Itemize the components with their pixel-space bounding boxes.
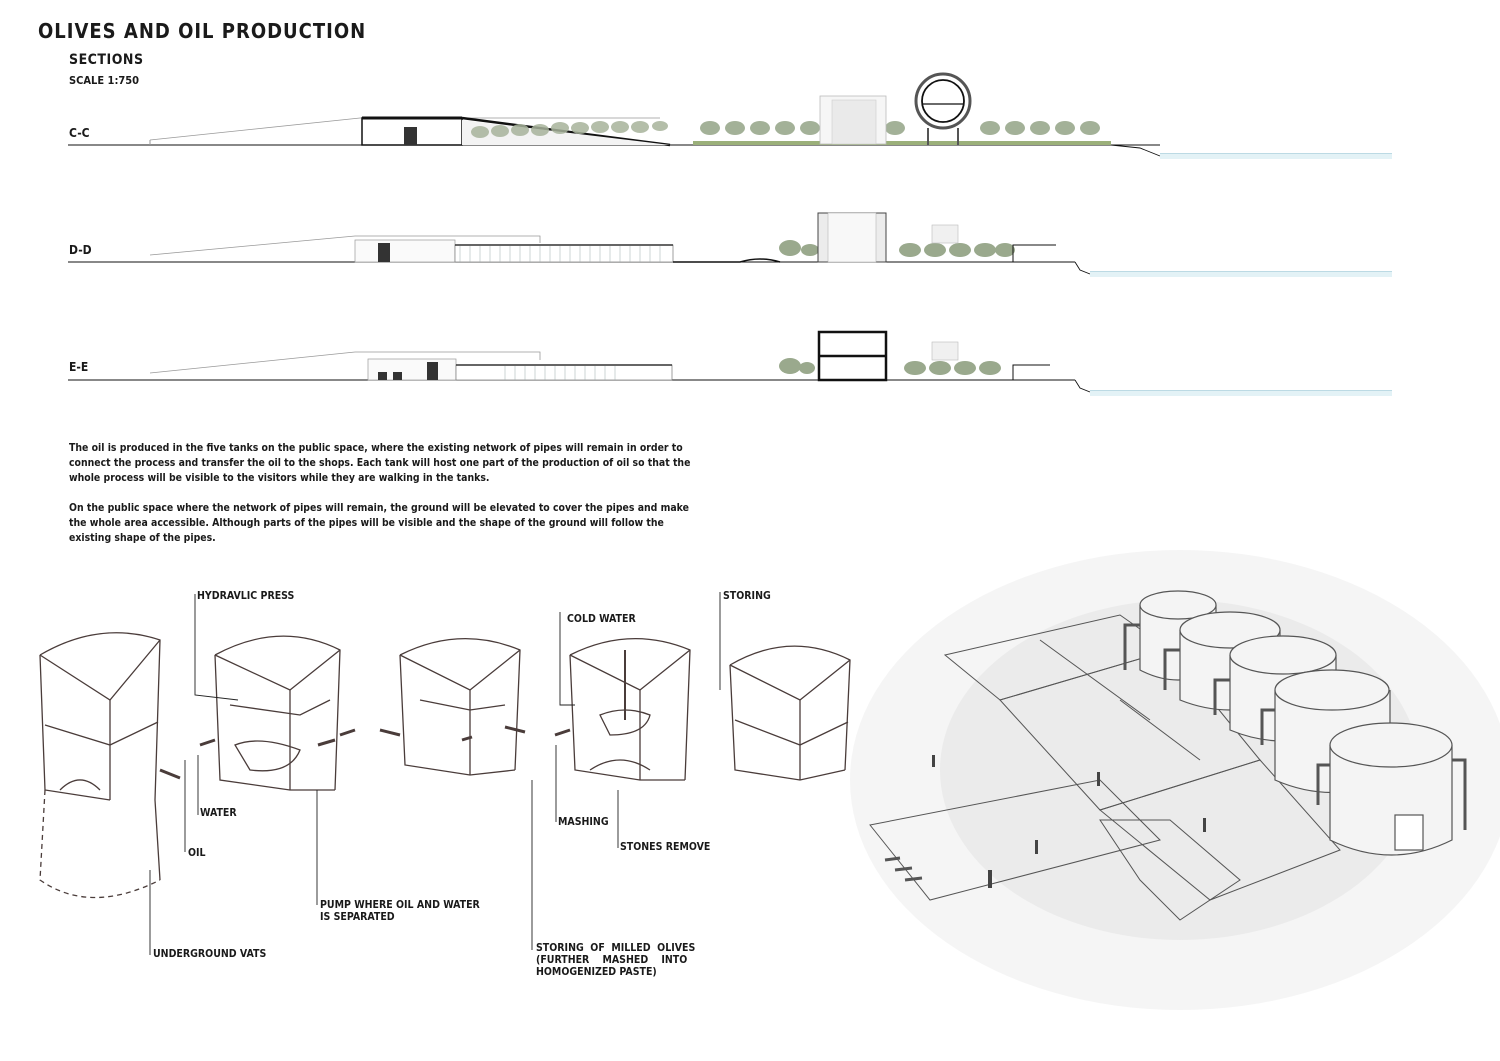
process-sketches bbox=[39, 592, 851, 955]
section-label-dd: D-D bbox=[69, 243, 92, 257]
label-cold-water: COLD WATER bbox=[567, 613, 636, 625]
label-hydraulic-press: HYDRAVLIC PRESS bbox=[197, 590, 295, 602]
section-ee bbox=[68, 330, 1392, 396]
section-cc bbox=[68, 72, 1392, 159]
scale-label: SCALE 1:750 bbox=[69, 74, 140, 87]
label-pump: PUMP WHERE OIL AND WATER IS SEPARATED bbox=[320, 899, 480, 923]
vessel-underground-vats bbox=[39, 632, 181, 899]
vessel-mashing bbox=[554, 638, 691, 781]
perspective-sketch bbox=[850, 550, 1500, 1010]
label-water: WATER bbox=[200, 807, 237, 819]
page-title: OLIVES AND OIL PRODUCTION bbox=[38, 19, 367, 43]
label-mashing: MASHING bbox=[558, 816, 609, 828]
vessel-middle bbox=[379, 638, 526, 776]
label-underground-vats: UNDERGROUND VATS bbox=[153, 948, 267, 960]
section-label-ee: E-E bbox=[69, 360, 89, 374]
section-dd bbox=[68, 212, 1392, 277]
label-oil: OIL bbox=[188, 847, 206, 859]
leader-lines bbox=[149, 592, 721, 955]
label-storing-milled-olives: STORING OF MILLED OLIVES (FURTHER MASHED… bbox=[536, 942, 696, 978]
label-stones-remove: STONES REMOVE bbox=[620, 841, 711, 853]
section-label-cc: C-C bbox=[69, 126, 90, 140]
label-storing: STORING bbox=[723, 590, 771, 602]
vessel-storing bbox=[729, 645, 851, 781]
description-paragraph-2: On the public space where the network of… bbox=[69, 502, 689, 544]
section-heading: SECTIONS bbox=[69, 52, 144, 68]
vessel-hydraulic-press bbox=[199, 635, 356, 791]
description-paragraph-1: The oil is produced in the five tanks on… bbox=[69, 442, 691, 484]
